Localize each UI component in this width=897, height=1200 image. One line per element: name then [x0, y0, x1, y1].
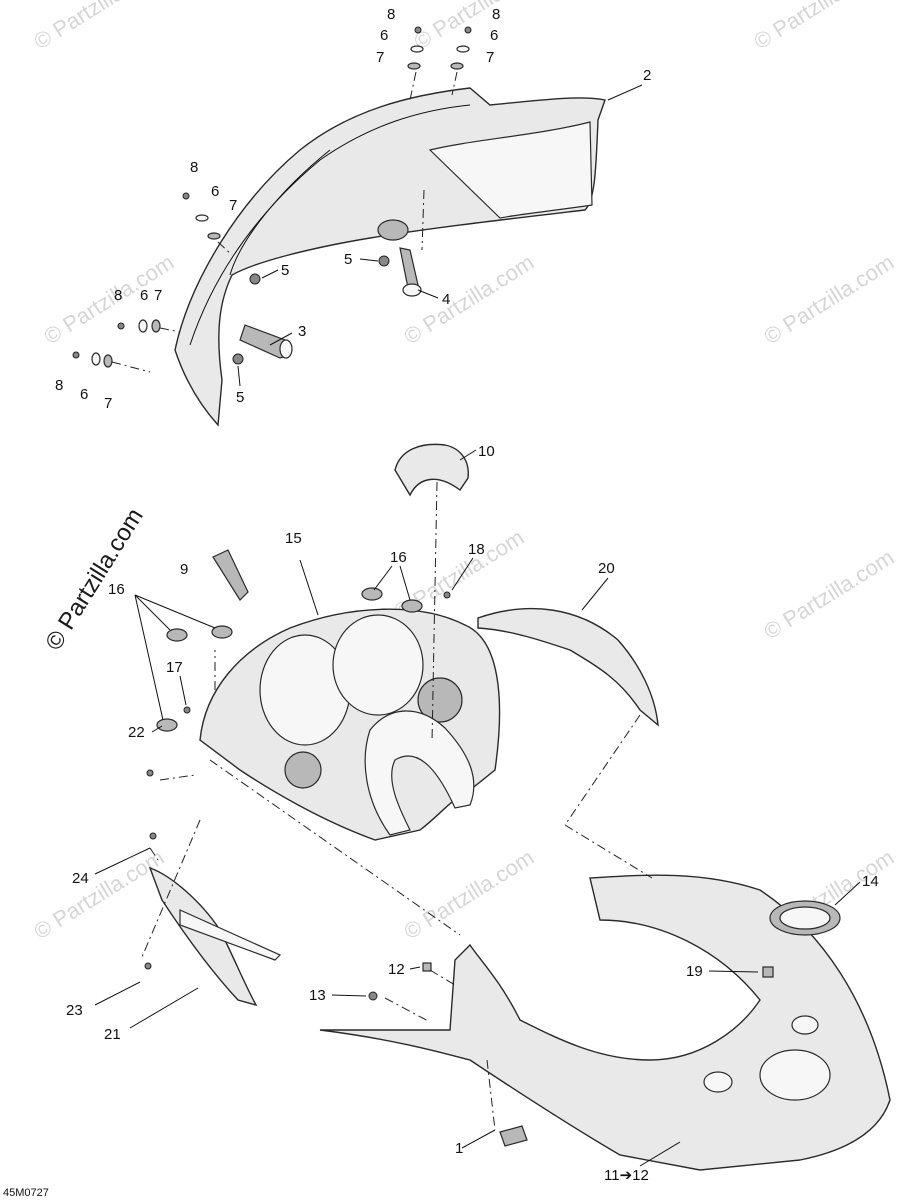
- part-9-plug: [212, 549, 249, 601]
- callout-19: 19: [686, 963, 703, 980]
- small-hardware: [368, 962, 774, 1001]
- callout-6: 6: [490, 27, 498, 44]
- part-11-lower-body: [319, 874, 891, 1171]
- screws: [144, 591, 451, 970]
- callout-16: 16: [108, 581, 125, 598]
- callout-12: 12: [388, 961, 405, 978]
- callout-labels: 1 2 3 4 5 5 5 6 6 6 6 6 7 7 7 7 7 8 8 8 …: [55, 6, 879, 1184]
- watermark: © Partzilla.com: [759, 544, 897, 644]
- callout-22: 22: [128, 724, 145, 741]
- hardware-stacks: [72, 26, 472, 368]
- callout-8: 8: [387, 6, 395, 23]
- drawing-code: 45M0727: [3, 1187, 49, 1199]
- callout-14: 14: [862, 873, 879, 890]
- callout-5: 5: [236, 389, 244, 406]
- part-3-handle: [239, 324, 293, 359]
- callout-11-12: 11➔12: [604, 1167, 649, 1184]
- fastener-5-group: [232, 255, 390, 365]
- part-15-console: [199, 608, 501, 841]
- callout-7: 7: [154, 287, 162, 304]
- part-20-side-trim: [477, 607, 659, 727]
- part-2-hood-panel: [174, 87, 606, 427]
- callout-15: 15: [285, 530, 302, 547]
- watermark: © Partzilla.com: [399, 249, 538, 349]
- callout-8: 8: [190, 159, 198, 176]
- callout-17: 17: [166, 659, 183, 676]
- callout-1: 1: [455, 1140, 463, 1157]
- part-21-side-panel: [148, 866, 282, 1007]
- leader-lines: [94, 84, 861, 1167]
- callout-7: 7: [486, 49, 494, 66]
- callout-24: 24: [72, 870, 89, 887]
- callout-23: 23: [66, 1002, 83, 1019]
- callout-18: 18: [468, 541, 485, 558]
- callout-6: 6: [380, 27, 388, 44]
- watermark: © Partzilla.com: [759, 249, 897, 349]
- callout-21: 21: [104, 1026, 121, 1043]
- assembly-lines: [111, 71, 653, 1131]
- watermark: © Partzilla.com: [409, 0, 548, 54]
- watermark: © Partzilla.com: [749, 0, 888, 54]
- callout-16: 16: [390, 549, 407, 566]
- callout-8: 8: [492, 6, 500, 23]
- callout-10: 10: [478, 443, 495, 460]
- callout-2: 2: [643, 67, 651, 84]
- watermark-prominent: © Partzilla.com: [40, 504, 149, 655]
- part-4-handle: [399, 247, 422, 297]
- callout-13: 13: [309, 987, 326, 1004]
- part-10-cap: [394, 443, 469, 497]
- watermark: © Partzilla.com: [399, 844, 538, 944]
- part-14-ring: [769, 900, 841, 936]
- watermark: © Partzilla.com: [29, 844, 168, 944]
- callout-8: 8: [114, 287, 122, 304]
- callout-6: 6: [211, 183, 219, 200]
- callout-8: 8: [55, 377, 63, 394]
- callout-9: 9: [180, 561, 188, 578]
- callout-6: 6: [80, 386, 88, 403]
- callout-7: 7: [229, 197, 237, 214]
- callout-7: 7: [376, 49, 384, 66]
- callout-5: 5: [344, 251, 352, 268]
- callout-7: 7: [104, 395, 112, 412]
- callout-20: 20: [598, 560, 615, 577]
- callout-5: 5: [281, 262, 289, 279]
- callout-3: 3: [298, 323, 306, 340]
- grommets: [156, 587, 423, 732]
- watermark: © Partzilla.com: [29, 0, 168, 54]
- callout-4: 4: [442, 291, 450, 308]
- callout-6: 6: [140, 287, 148, 304]
